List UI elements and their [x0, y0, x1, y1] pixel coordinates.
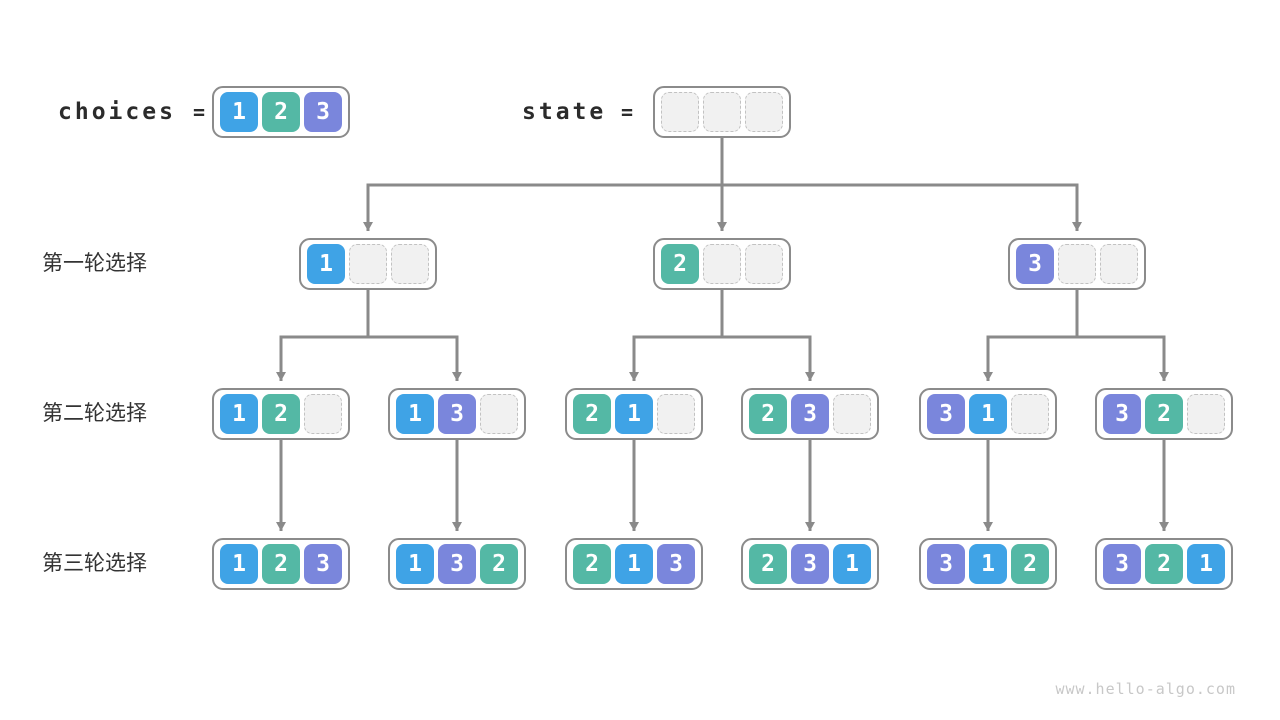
cell-empty — [1011, 394, 1049, 434]
cell-filled: 1 — [969, 394, 1007, 434]
cell-filled: 2 — [262, 544, 300, 584]
row-label: 第一轮选择 — [42, 252, 147, 275]
cell-filled: 3 — [791, 544, 829, 584]
cell-filled: 3 — [304, 544, 342, 584]
cell-filled: 1 — [396, 544, 434, 584]
cell-empty — [1100, 244, 1138, 284]
cell-filled: 1 — [833, 544, 871, 584]
cell-filled: 3 — [438, 394, 476, 434]
cell-empty — [703, 92, 741, 132]
cell-filled: 1 — [220, 544, 258, 584]
watermark: www.hello-algo.com — [1055, 680, 1236, 698]
array-box: 2 — [653, 238, 791, 290]
cell-filled: 1 — [969, 544, 1007, 584]
state-array-box — [653, 86, 791, 138]
array-box: 3 — [1008, 238, 1146, 290]
cell-empty — [391, 244, 429, 284]
row-label: 第三轮选择 — [42, 552, 147, 575]
cell-empty — [703, 244, 741, 284]
cell-filled: 2 — [1011, 544, 1049, 584]
cell-filled: 2 — [661, 244, 699, 284]
cell-filled: 2 — [1145, 394, 1183, 434]
cell-filled: 3 — [791, 394, 829, 434]
cell-empty — [745, 92, 783, 132]
cell-filled: 2 — [749, 394, 787, 434]
cell-filled: 3 — [438, 544, 476, 584]
cell-empty — [661, 92, 699, 132]
state-equals-sign: = — [621, 100, 634, 124]
choices-equals-sign: = — [193, 100, 206, 124]
cell-empty — [304, 394, 342, 434]
row-label: 第二轮选择 — [42, 402, 147, 425]
cell-filled: 2 — [573, 544, 611, 584]
cell-filled: 1 — [307, 244, 345, 284]
cell-filled: 3 — [304, 92, 342, 132]
cell-filled: 1 — [1187, 544, 1225, 584]
cell-empty — [745, 244, 783, 284]
cell-empty — [1058, 244, 1096, 284]
cell-filled: 2 — [480, 544, 518, 584]
cell-empty — [657, 394, 695, 434]
cell-filled: 2 — [1145, 544, 1183, 584]
cell-filled: 2 — [262, 92, 300, 132]
cell-filled: 3 — [1103, 394, 1141, 434]
cell-filled: 3 — [927, 394, 965, 434]
cell-filled: 1 — [615, 544, 653, 584]
cell-filled: 1 — [220, 92, 258, 132]
cell-filled: 3 — [657, 544, 695, 584]
cell-empty — [480, 394, 518, 434]
array-box: 1 — [299, 238, 437, 290]
cell-filled: 1 — [615, 394, 653, 434]
choices-label: choices — [58, 99, 176, 125]
state-label: state — [522, 99, 607, 125]
cell-empty — [349, 244, 387, 284]
cell-filled: 3 — [1016, 244, 1054, 284]
cell-empty — [1187, 394, 1225, 434]
cell-filled: 2 — [749, 544, 787, 584]
cell-filled: 2 — [573, 394, 611, 434]
cell-filled: 3 — [1103, 544, 1141, 584]
cell-filled: 1 — [220, 394, 258, 434]
cell-filled: 2 — [262, 394, 300, 434]
cell-filled: 3 — [927, 544, 965, 584]
cell-empty — [833, 394, 871, 434]
cell-filled: 1 — [396, 394, 434, 434]
